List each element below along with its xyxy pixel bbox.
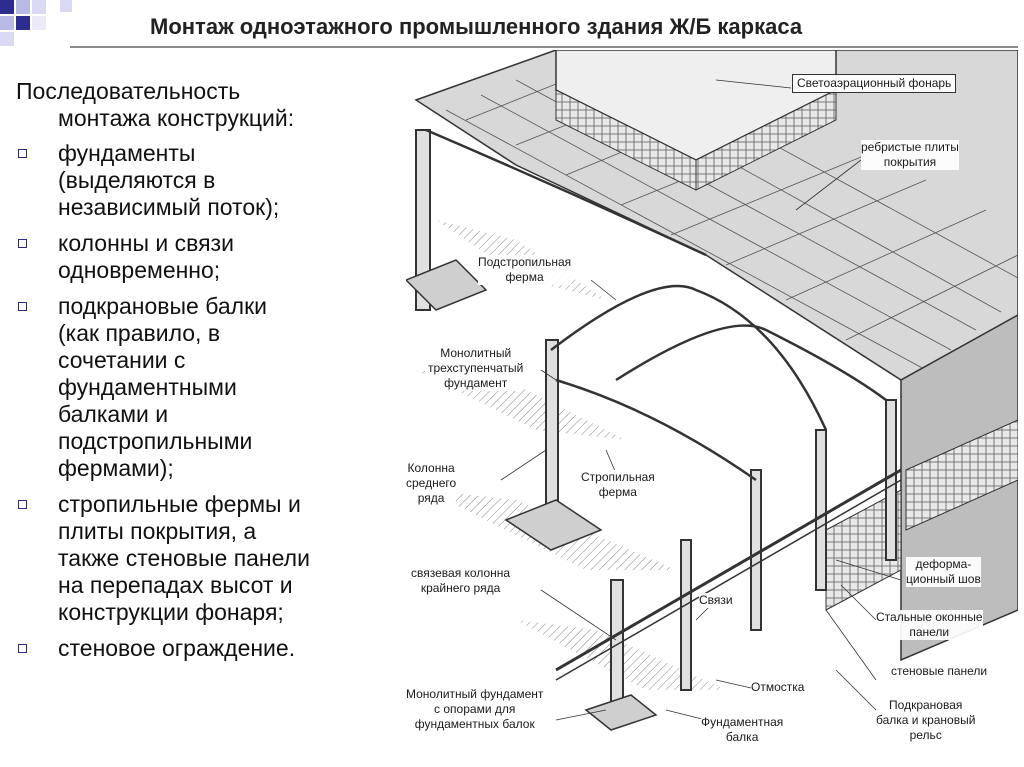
bullet-item: подкрановые балки (как правило, в сочета…	[16, 293, 396, 482]
bullet-square-icon	[18, 239, 27, 248]
label-deform-joint: деформа-ционный шов	[906, 557, 981, 587]
label-blind-area: Отмостка	[751, 680, 805, 695]
bullet-item: колонны и связи одновременно;	[16, 230, 396, 284]
bullet-list: фундаменты (выделяются в независимый пот…	[16, 140, 396, 662]
bullet-square-icon	[18, 500, 27, 509]
label-lantern: Светоаэрационный фонарь	[792, 74, 957, 93]
left-text-block: Последовательность монтажа конструкций: …	[16, 78, 396, 671]
bullet-item: фундаменты (выделяются в независимый пот…	[16, 140, 396, 221]
title-divider	[70, 46, 1018, 48]
intro-line-2: монтажа конструкций:	[58, 105, 295, 131]
intro-line-1: Последовательность	[16, 78, 241, 104]
corner-decoration	[0, 0, 72, 46]
bullet-square-icon	[18, 302, 27, 311]
intro-text: Последовательность монтажа конструкций:	[16, 78, 396, 132]
slide-title: Монтаж одноэтажного промышленного здания…	[150, 14, 803, 39]
bullet-item: стеновое ограждение.	[16, 635, 396, 662]
label-wall-panels: стеновые панели	[891, 664, 988, 679]
bullet-square-icon	[18, 644, 27, 653]
bullet-item: стропильные фермы и плиты покрытия, а та…	[16, 491, 396, 626]
label-braces: Связи	[699, 593, 733, 608]
bullet-square-icon	[18, 149, 27, 158]
